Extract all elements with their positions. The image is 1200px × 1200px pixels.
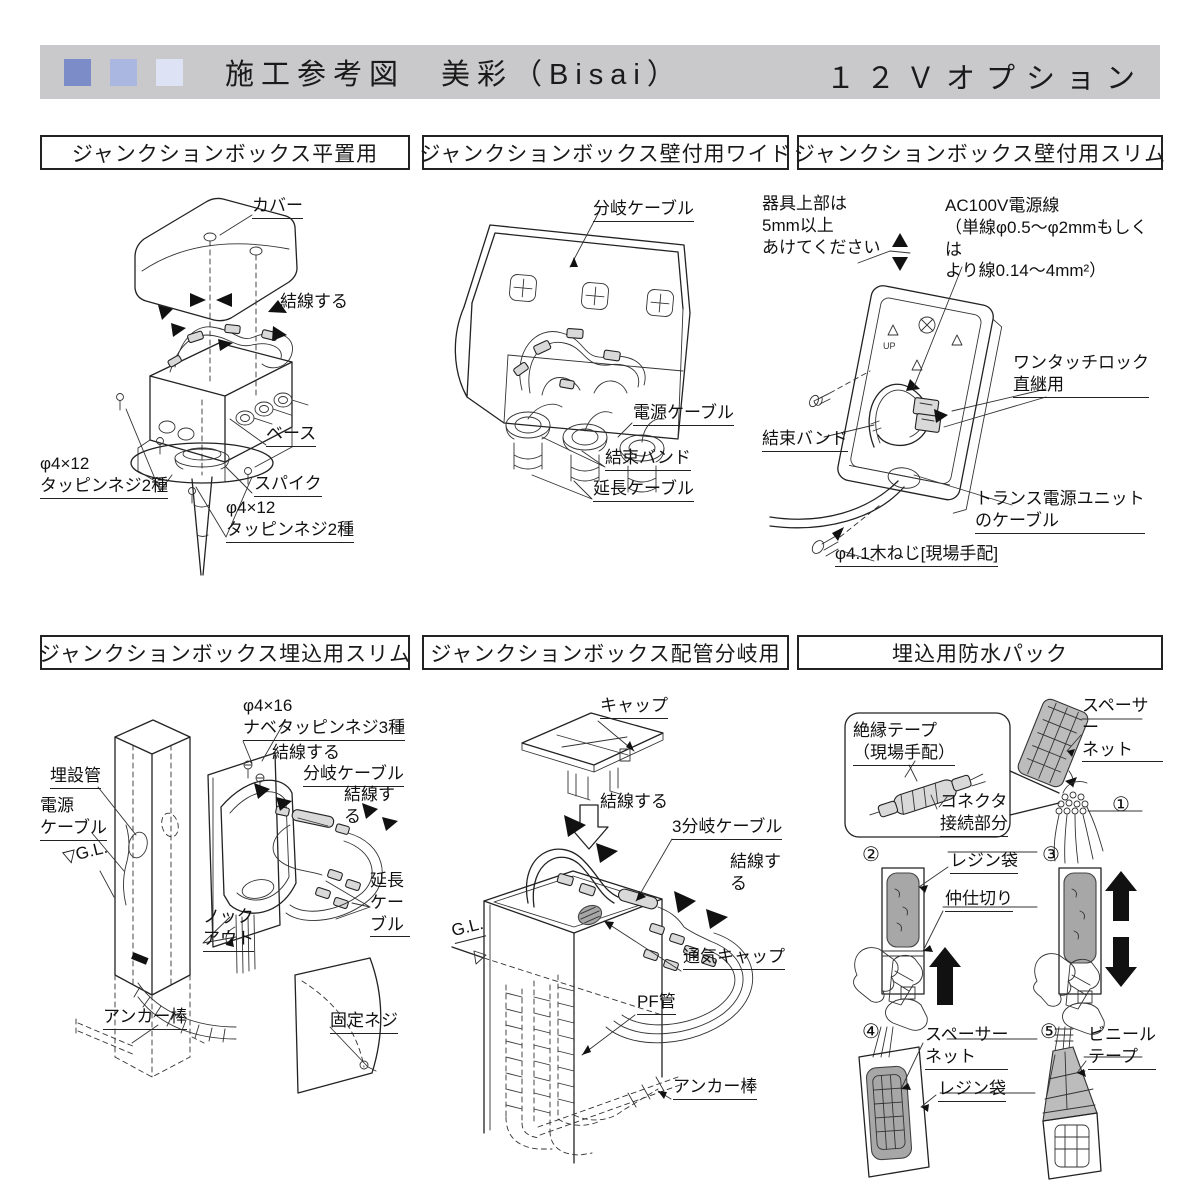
label-spike: スパイク: [254, 473, 322, 497]
wall-slim-junction-box-drawing: UP: [769, 233, 1047, 562]
label-power-cable: 電源 ケーブル: [40, 795, 107, 841]
recessed-slim-drawing: [75, 719, 398, 1094]
label-cable-tie: 結束バンド: [762, 428, 848, 452]
label-screw-right: φ4×12 タッピンネジ2種: [226, 497, 355, 543]
label-fixing-screw: 固定ネジ: [330, 1010, 398, 1034]
label-insulation-tape: 絶縁テープ （現場手配）: [853, 720, 955, 766]
brand-square-dark: [64, 58, 91, 86]
panel-title-wall-slim: ジャンクションボックス壁付用スリム: [794, 135, 1165, 170]
label-connect: 結線する: [280, 292, 348, 311]
label-one-touch-lock: ワンタッチロック 直継用: [1013, 352, 1149, 398]
step-number-3: ③: [1042, 844, 1060, 866]
label-ext-cable: 延長ケーブル: [593, 478, 694, 502]
header-bar: 施工参考図 美彩（Bisai） １２Ｖオプション: [40, 45, 1160, 99]
brand-square-light: [156, 58, 183, 86]
label-power-cable: 電源ケーブル: [633, 402, 734, 426]
sheet-title: 施工参考図 美彩（Bisai）: [225, 59, 683, 91]
panel-pipe-branch-junction-box: キャップ 結線する 3分岐ケーブル 結線する G.L. 通気キャップ PF管 ア…: [422, 675, 790, 1190]
sheet-subtitle: １２Ｖオプション: [825, 63, 1146, 95]
label-cover: カバー: [252, 195, 303, 219]
pipe-branch-drawing: [451, 712, 754, 1164]
panel-wall-wide-junction-box: 分岐ケーブル 電源ケーブル 結束バンド 延長ケーブル: [422, 175, 790, 625]
flat-junction-box-drawing: [116, 197, 309, 576]
panel-title-flat: ジャンクションボックス平置用: [40, 135, 410, 170]
label-cap: キャップ: [600, 695, 668, 719]
label-pan-screw: φ4×16 ナベタッピンネジ3種: [243, 695, 406, 741]
label-connect-1: 結線する: [272, 743, 340, 762]
label-resin-bag-1: レジン袋: [950, 850, 1018, 874]
label-cable-tie: 結束バンド: [605, 447, 691, 471]
label-branch-cable: 分岐ケーブル: [593, 198, 694, 222]
waterproof-pack-drawing: [844, 698, 1143, 1180]
label-base: ベース: [266, 423, 317, 447]
label-transformer-cable: トランス電源ユニット のケーブル: [975, 488, 1145, 534]
panel-recessed-slim-junction-box: φ4×16 ナベタッピンネジ3種 結線する 分岐ケーブル 結線する 埋設管 電源…: [40, 675, 410, 1165]
panel-title-wall-wide: ジャンクションボックス壁付用ワイド: [419, 135, 791, 170]
step-number-4: ④: [862, 1021, 880, 1043]
label-spacer-net-2: スペーサー ネット: [925, 1024, 1009, 1070]
label-vinyl-tape: ビニール テープ: [1088, 1024, 1156, 1070]
label-buried-pipe: 埋設管: [50, 765, 101, 789]
label-connector-joint: コネクタ 接続部分: [940, 791, 1008, 837]
connect-arrows: [158, 293, 287, 351]
label-spacer-net-1: スペーサー ネット: [1082, 695, 1163, 763]
gap-arrow: [892, 233, 908, 271]
step-number-1: ①: [1112, 794, 1130, 816]
label-knockout: ノック アウト: [203, 906, 254, 952]
svg-text:UP: UP: [883, 341, 896, 351]
label-vent-cap: 通気キャップ: [683, 946, 785, 970]
label-resin-bag-2: レジン袋: [938, 1078, 1006, 1102]
label-connect-2: 結線する: [730, 852, 781, 893]
label-pf-pipe: PF管: [637, 991, 676, 1015]
panel-waterproof-pack: 絶縁テープ （現場手配） コネクタ 接続部分 スペーサー ネット ① ② レジン…: [797, 675, 1163, 1190]
label-divider: 仲仕切り: [945, 888, 1013, 912]
label-ac-power-note: AC100V電源線 （単線φ0.5～φ2mmもしくは より線0.14～4mm²）: [945, 196, 1148, 281]
label-ext-cable: 延長 ケーブル: [370, 870, 410, 938]
wall-wide-junction-box-drawing: [454, 209, 691, 500]
label-connect-2: 結線する: [344, 785, 395, 826]
label-gap-note: 器具上部は 5mm以上 あけてください: [762, 194, 881, 257]
panel-title-recessed-slim: ジャンクションボックス埋込用スリム: [39, 635, 410, 670]
label-wood-screw: φ4.1木ねじ[現場手配]: [835, 543, 999, 567]
label-anchor-rod: アンカー棒: [103, 1006, 188, 1030]
step-number-5: ⑤: [1040, 1021, 1058, 1043]
label-branch-cable: 分岐ケーブル: [303, 763, 404, 787]
label-anchor-rod: アンカー棒: [673, 1076, 758, 1100]
step-number-2: ②: [862, 844, 880, 866]
panel-title-waterproof-pack: 埋込用防水パック: [797, 635, 1163, 670]
label-screw-left: φ4×12 タッピンネジ2種: [40, 453, 169, 499]
label-connect-1: 結線する: [600, 792, 668, 811]
label-3branch-cable: 3分岐ケーブル: [672, 816, 783, 840]
panel-flat-junction-box: カバー 結線する ベース φ4×12 タッピンネジ2種 スパイク φ4×12 タ…: [40, 175, 410, 625]
brand-square-medium: [110, 58, 137, 86]
panel-title-pipe-branch: ジャンクションボックス配管分岐用: [422, 635, 789, 670]
panel-wall-slim-junction-box: UP: [762, 175, 1163, 625]
